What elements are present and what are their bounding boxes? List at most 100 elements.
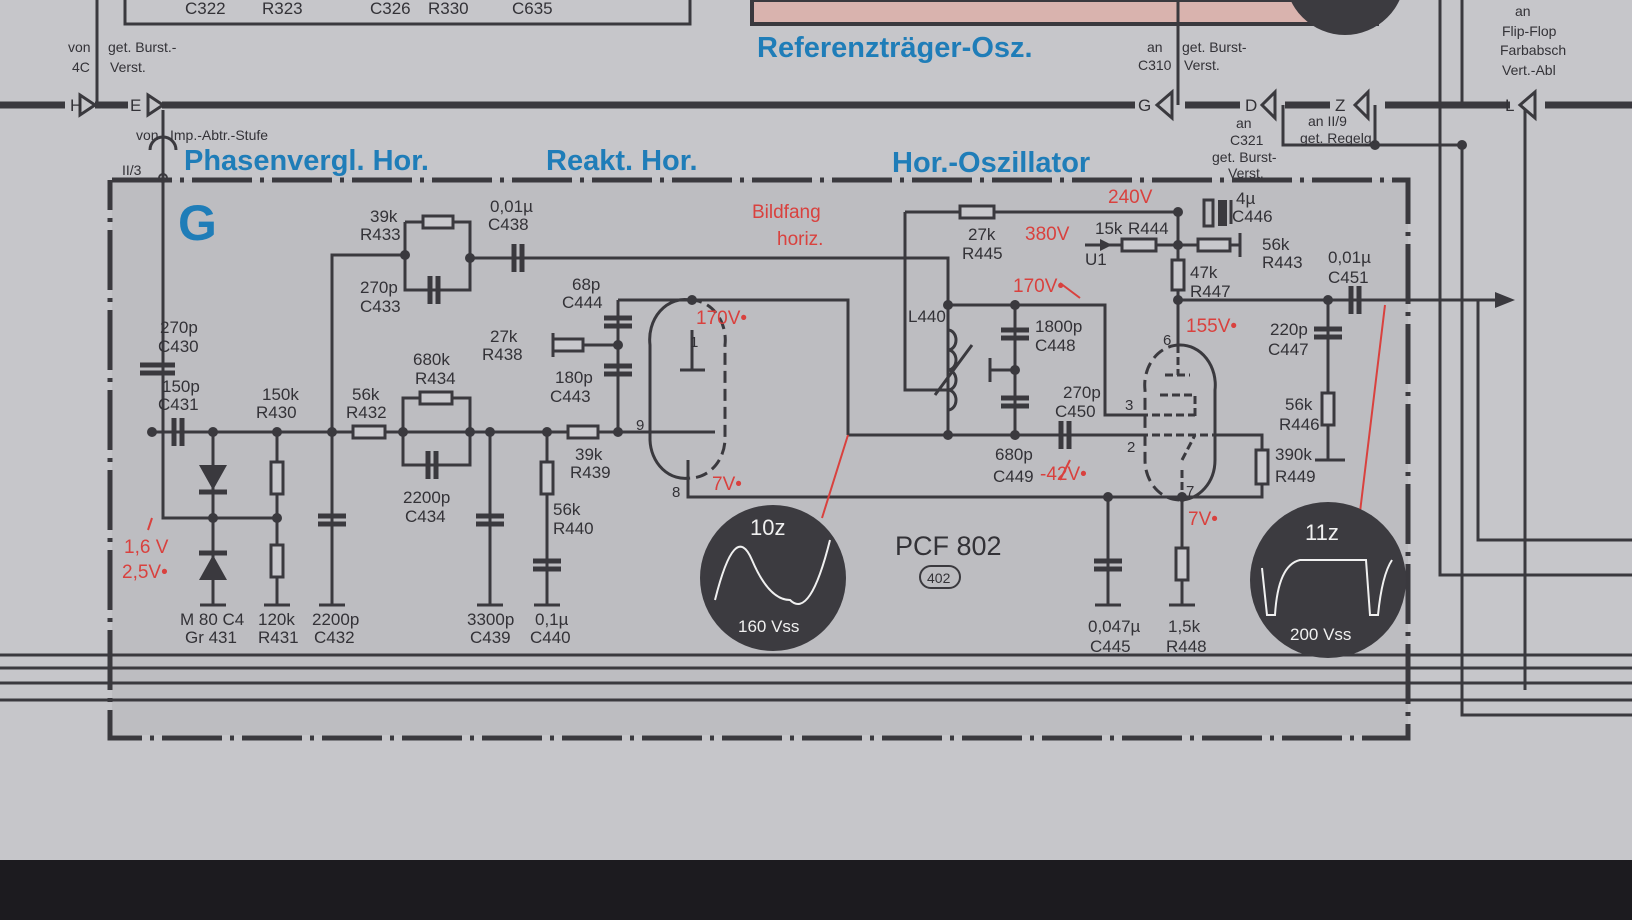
- junctions: [147, 173, 1333, 523]
- label-text: Flip-Flop: [1502, 23, 1557, 39]
- connector-l: L: [1505, 96, 1514, 115]
- scope-top-partial: [1290, 0, 1400, 35]
- label-text: C434: [405, 507, 446, 526]
- voltage-label: 380V: [1025, 224, 1070, 245]
- connector-h: H: [70, 96, 82, 115]
- label-text: 27k: [968, 225, 996, 244]
- label-text: 120k: [258, 610, 295, 629]
- label-text: 0,01µ: [1328, 248, 1371, 267]
- label-text: 68p: [572, 275, 600, 294]
- top-label: C326: [370, 0, 411, 18]
- bildfang-label: Bildfang: [752, 202, 821, 223]
- voltage-label: -42V•: [1040, 464, 1087, 485]
- label-text: an: [1515, 3, 1531, 19]
- input-arrow-icon: [1100, 239, 1112, 251]
- pin-label: 2: [1127, 439, 1135, 456]
- label-text: 200 Vss: [1290, 625, 1351, 644]
- label-text: 150p: [162, 377, 200, 396]
- label-text: 56k: [1285, 395, 1313, 414]
- label-text: 0,1µ: [535, 610, 569, 629]
- label-text: 2200p: [403, 488, 450, 507]
- label-text: an: [1147, 39, 1163, 55]
- label-text: get. Regelg.: [1300, 130, 1376, 146]
- label-text: R444: [1128, 219, 1169, 238]
- sine-waveform-icon: [714, 539, 831, 605]
- connector-z: Z: [1335, 96, 1345, 115]
- label-text: C438: [488, 215, 529, 234]
- label-text: C448: [1035, 336, 1076, 355]
- label-text: C449: [993, 467, 1034, 486]
- connector-e: E: [130, 96, 141, 115]
- title-phasenvergleich: Phasenvergl. Hor.: [184, 145, 429, 177]
- label-text: R440: [553, 519, 594, 538]
- label-text: 680k: [413, 350, 450, 369]
- label-text: C444: [562, 293, 603, 312]
- label-text: L440: [908, 307, 946, 326]
- lower-bus-lines: [0, 653, 1632, 702]
- tube-code: 402: [927, 570, 951, 586]
- label-text: get. Burst-: [1182, 39, 1247, 55]
- label-text: 390k: [1275, 445, 1312, 464]
- label-text: R448: [1166, 637, 1207, 656]
- label-text: Imp.-Abtr.-Stufe: [170, 127, 268, 143]
- label-text: 4C: [72, 59, 90, 75]
- connector-d: D: [1245, 96, 1257, 115]
- label-text: C310: [1138, 57, 1172, 73]
- label-text: 10z: [750, 515, 785, 540]
- pin-label: 1: [690, 334, 698, 351]
- label-text: 3300p: [467, 610, 514, 629]
- label-text: R438: [482, 345, 523, 364]
- label-text: 11z: [1305, 520, 1339, 545]
- label-text: C440: [530, 628, 571, 647]
- capacitor-c446-plate: [1218, 200, 1227, 226]
- voltage-label: 7V•: [1188, 509, 1218, 530]
- u1-label: U1: [1085, 250, 1107, 269]
- label-text: R443: [1262, 253, 1303, 272]
- block-frame: [107, 177, 1411, 741]
- pulse-waveform-icon: [1261, 559, 1393, 616]
- label-text: an: [1236, 115, 1252, 131]
- label-text: R433: [360, 225, 401, 244]
- label-text: C321: [1230, 132, 1264, 148]
- label-text: von: [68, 39, 91, 55]
- label-text: R446: [1279, 415, 1320, 434]
- voltage-label: 170V•: [1013, 276, 1064, 297]
- label-text: C431: [158, 395, 199, 414]
- label-text: 27k: [490, 327, 518, 346]
- label-text: 270p: [360, 278, 398, 297]
- label-text: 270p: [1063, 383, 1101, 402]
- label-text: R439: [570, 463, 611, 482]
- label-text: an II/9: [1308, 113, 1347, 129]
- voltage-label: 155V•: [1186, 316, 1237, 337]
- label-text: 47k: [1190, 263, 1218, 282]
- connector-g: G: [1138, 96, 1151, 115]
- pin-label: 9: [636, 417, 644, 434]
- connector-notes: von 4C get. Burst.- Verst. von Imp.-Abtr…: [68, 3, 1566, 181]
- label-text: C439: [470, 628, 511, 647]
- capacitor-c446: [1202, 198, 1215, 228]
- tube-code-badge: [919, 565, 961, 589]
- label-text: R432: [346, 403, 387, 422]
- label-text: R431: [258, 628, 299, 647]
- scope-11z: 11z 200 Vss: [1250, 502, 1406, 658]
- label-text: C445: [1090, 637, 1131, 656]
- label-text: C432: [314, 628, 355, 647]
- label-text: Verst.: [1228, 165, 1264, 181]
- top-label: R323: [262, 0, 303, 18]
- label-text: 0,01µ: [490, 197, 533, 216]
- label-text: Vert.-Abl: [1502, 62, 1556, 78]
- bildfang-label: horiz.: [777, 229, 823, 250]
- label-text: C430: [158, 337, 199, 356]
- scope-10z: 10z 160 Vss: [700, 505, 846, 651]
- label-text: 1800p: [1035, 317, 1082, 336]
- label-text: von: [136, 127, 159, 143]
- label-text: 1,5k: [1168, 617, 1201, 636]
- label-text: II/3: [122, 162, 142, 178]
- inductor-l440-icon: [933, 328, 974, 412]
- label-text: get. Burst.-: [108, 39, 177, 55]
- label-text: 160 Vss: [738, 617, 799, 636]
- label-text: 4µ: [1236, 189, 1255, 208]
- title-reaktanz: Reakt. Hor.: [546, 145, 698, 177]
- label-text: 270p: [160, 318, 198, 337]
